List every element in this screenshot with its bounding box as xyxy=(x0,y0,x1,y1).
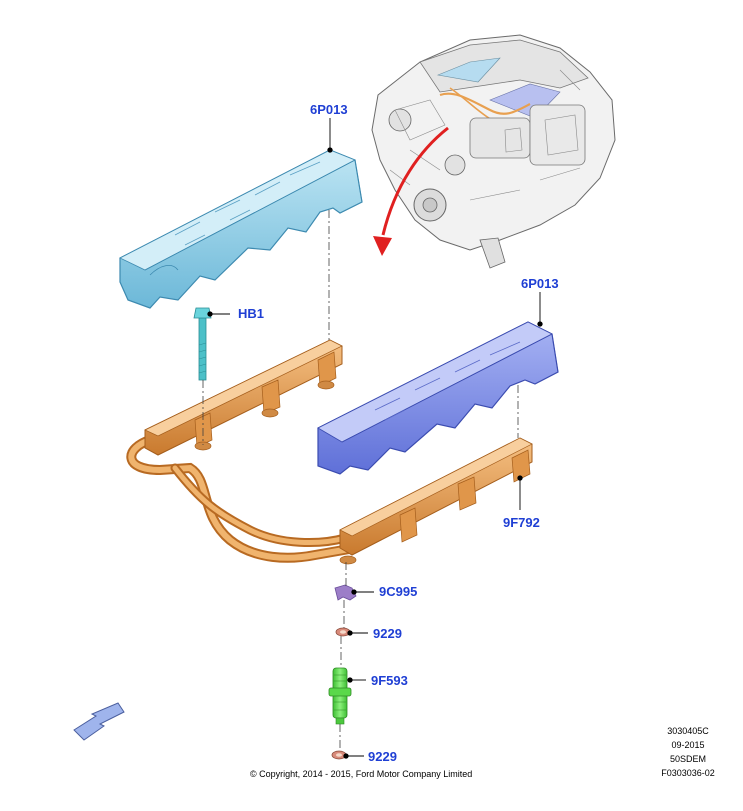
fuel-rail xyxy=(126,339,533,565)
leader-lines xyxy=(207,118,543,759)
callout-clip: 9C995 xyxy=(379,584,418,599)
assembly-lines xyxy=(202,210,519,751)
callout-seal-upper: 9229 xyxy=(373,626,402,641)
callout-seal-lower: 9229 xyxy=(368,749,397,764)
callout-fuel-rail: 9F792 xyxy=(503,515,540,530)
seal-lower xyxy=(331,750,347,760)
callout-bolt: HB1 xyxy=(238,306,265,321)
reference-model: 50SDEM xyxy=(669,754,706,764)
callout-injector: 9F593 xyxy=(371,673,408,688)
pointer-arrow-icon xyxy=(373,126,449,256)
engine-illustration xyxy=(371,34,616,269)
copyright-text: © Copyright, 2014 - 2015, Ford Motor Com… xyxy=(250,769,473,779)
callout-cover-right: 6P013 xyxy=(521,276,559,291)
reference-code: 3030405C xyxy=(667,726,709,736)
callout-cover-left: 6P013 xyxy=(310,102,348,117)
reference-date: 09-2015 xyxy=(671,740,705,750)
reference-figure: F0303036-02 xyxy=(661,768,715,778)
fuel-rail-cover-right xyxy=(317,321,559,475)
bolt xyxy=(193,307,212,381)
fuel-rail-cover-left xyxy=(119,149,363,309)
fuel-injector xyxy=(328,667,352,725)
direction-arrow-icon xyxy=(73,702,125,741)
